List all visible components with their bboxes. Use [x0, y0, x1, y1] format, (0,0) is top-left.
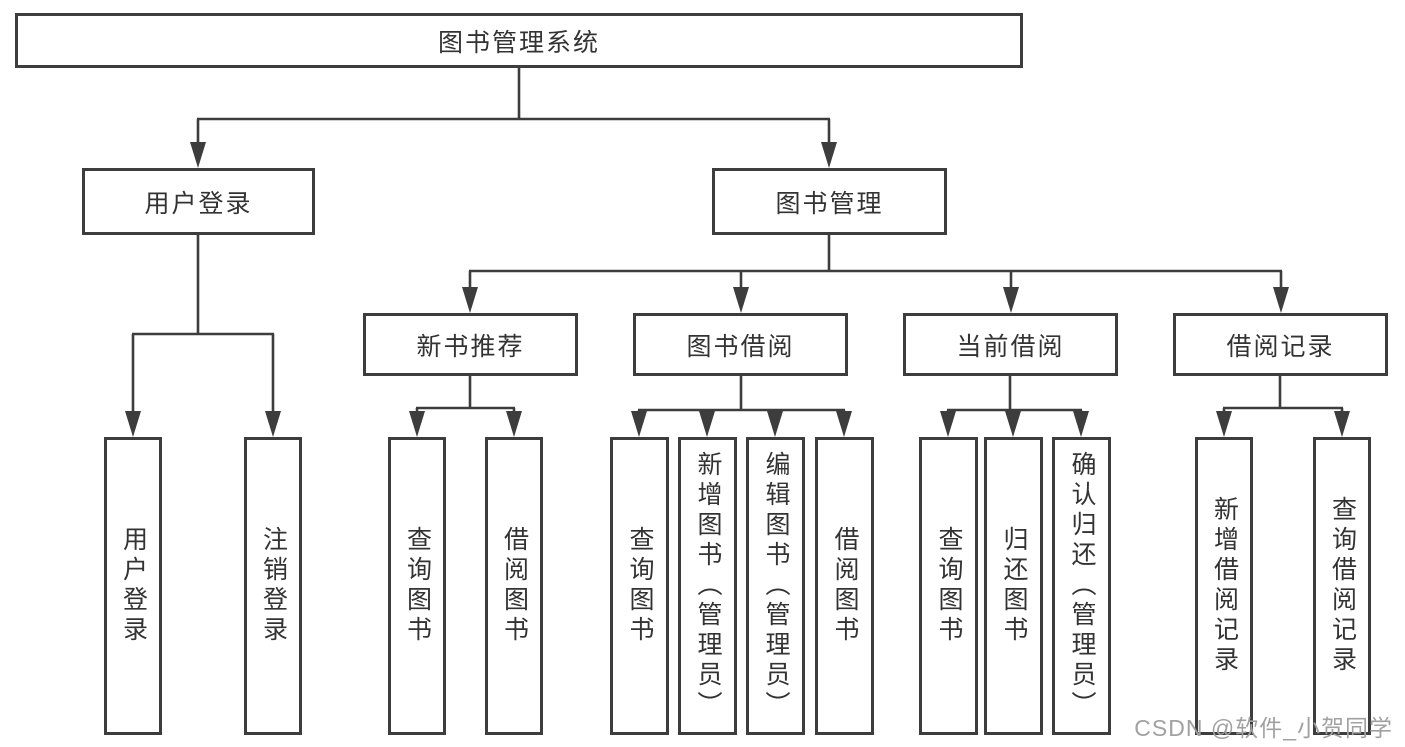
leaf-logout: 注销登录 [244, 437, 302, 735]
connector-root-to-level2 [190, 68, 837, 168]
connector-bookborrow-to-leaves [631, 376, 852, 437]
leaf-add-book-admin: 新增图书（管理员） [678, 437, 737, 735]
leaf-borrow-book: 借阅图书 [815, 437, 874, 735]
node-library-management-system: 图书管理系统 [15, 13, 1023, 68]
node-book-borrow: 图书借阅 [633, 313, 848, 376]
node-current-borrow: 当前借阅 [903, 313, 1118, 376]
connector-userlogin-to-leaves [125, 235, 281, 437]
csdn-watermark: CSDN @软件_小贺同学 [1134, 715, 1393, 741]
leaf-borrow-book-recommend: 借阅图书 [485, 437, 543, 735]
node-book-management: 图书管理 [712, 168, 947, 235]
leaf-edit-book-admin: 编辑图书（管理员） [746, 437, 805, 735]
connector-borrowrecord-to-leaves [1216, 376, 1350, 437]
leaf-confirm-return-admin: 确认归还（管理员） [1052, 437, 1111, 735]
node-user-login: 用户登录 [82, 168, 315, 235]
leaf-add-borrow-record: 新增借阅记录 [1195, 437, 1253, 735]
leaf-user-login: 用户登录 [104, 437, 162, 735]
leaf-query-book-recommend: 查询图书 [388, 437, 446, 735]
node-borrow-record: 借阅记录 [1173, 313, 1388, 376]
leaf-query-borrow-record: 查询借阅记录 [1313, 437, 1371, 735]
leaf-return-book: 归还图书 [984, 437, 1043, 735]
connector-currentborrow-to-leaves [940, 376, 1089, 437]
leaf-query-book-borrow: 查询图书 [610, 437, 669, 735]
connector-newbookrec-to-leaves [409, 376, 522, 437]
connector-bookmgmt-to-level3 [462, 235, 1289, 313]
leaf-query-book-current: 查询图书 [919, 437, 978, 735]
node-new-book-recommend: 新书推荐 [363, 313, 578, 376]
